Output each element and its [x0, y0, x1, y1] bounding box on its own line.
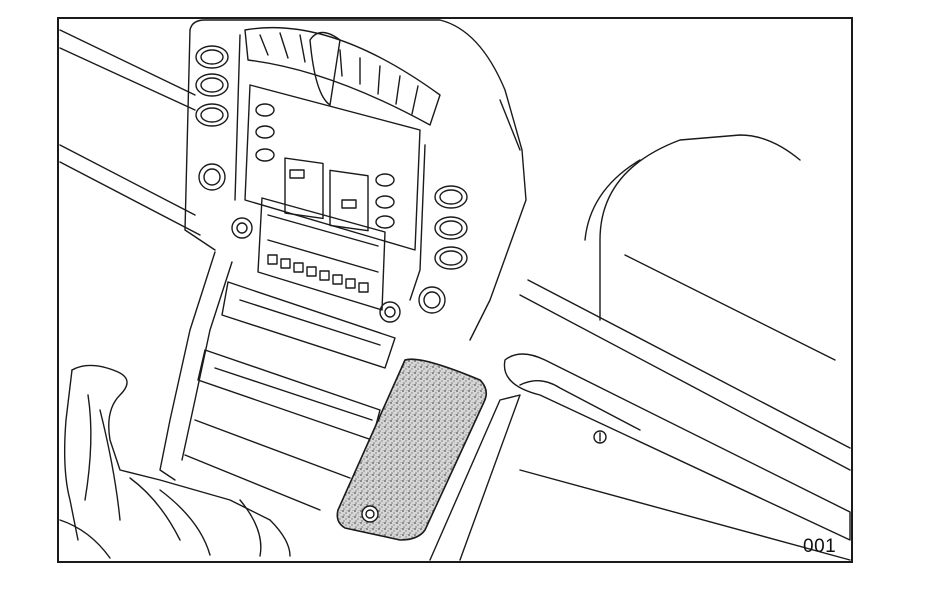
console-tunnel [239, 394, 521, 561]
glovebox-handle [503, 353, 851, 541]
cover-release-button [361, 505, 379, 523]
center-stack-housing [184, 19, 527, 341]
gear-shift [59, 364, 271, 559]
right-button-column [418, 185, 468, 314]
radio-knob-right [379, 301, 401, 323]
console-cover-panel [336, 358, 488, 541]
air-vent [244, 26, 441, 126]
control-panel [244, 84, 421, 251]
display-right [329, 169, 369, 232]
radio-unit [231, 197, 401, 323]
display-left [284, 157, 324, 220]
figure-frame [57, 17, 853, 563]
dashboard-top [59, 29, 521, 236]
storage-compartment-lower [197, 349, 381, 441]
glovebox-lock [593, 430, 607, 444]
radio-preset-buttons [267, 254, 369, 293]
left-button-column [195, 45, 229, 191]
radio-knob-left [231, 217, 253, 239]
figure-number: 001 [803, 536, 837, 557]
dashboard-right [519, 134, 851, 561]
storage-compartment-upper [221, 281, 396, 369]
